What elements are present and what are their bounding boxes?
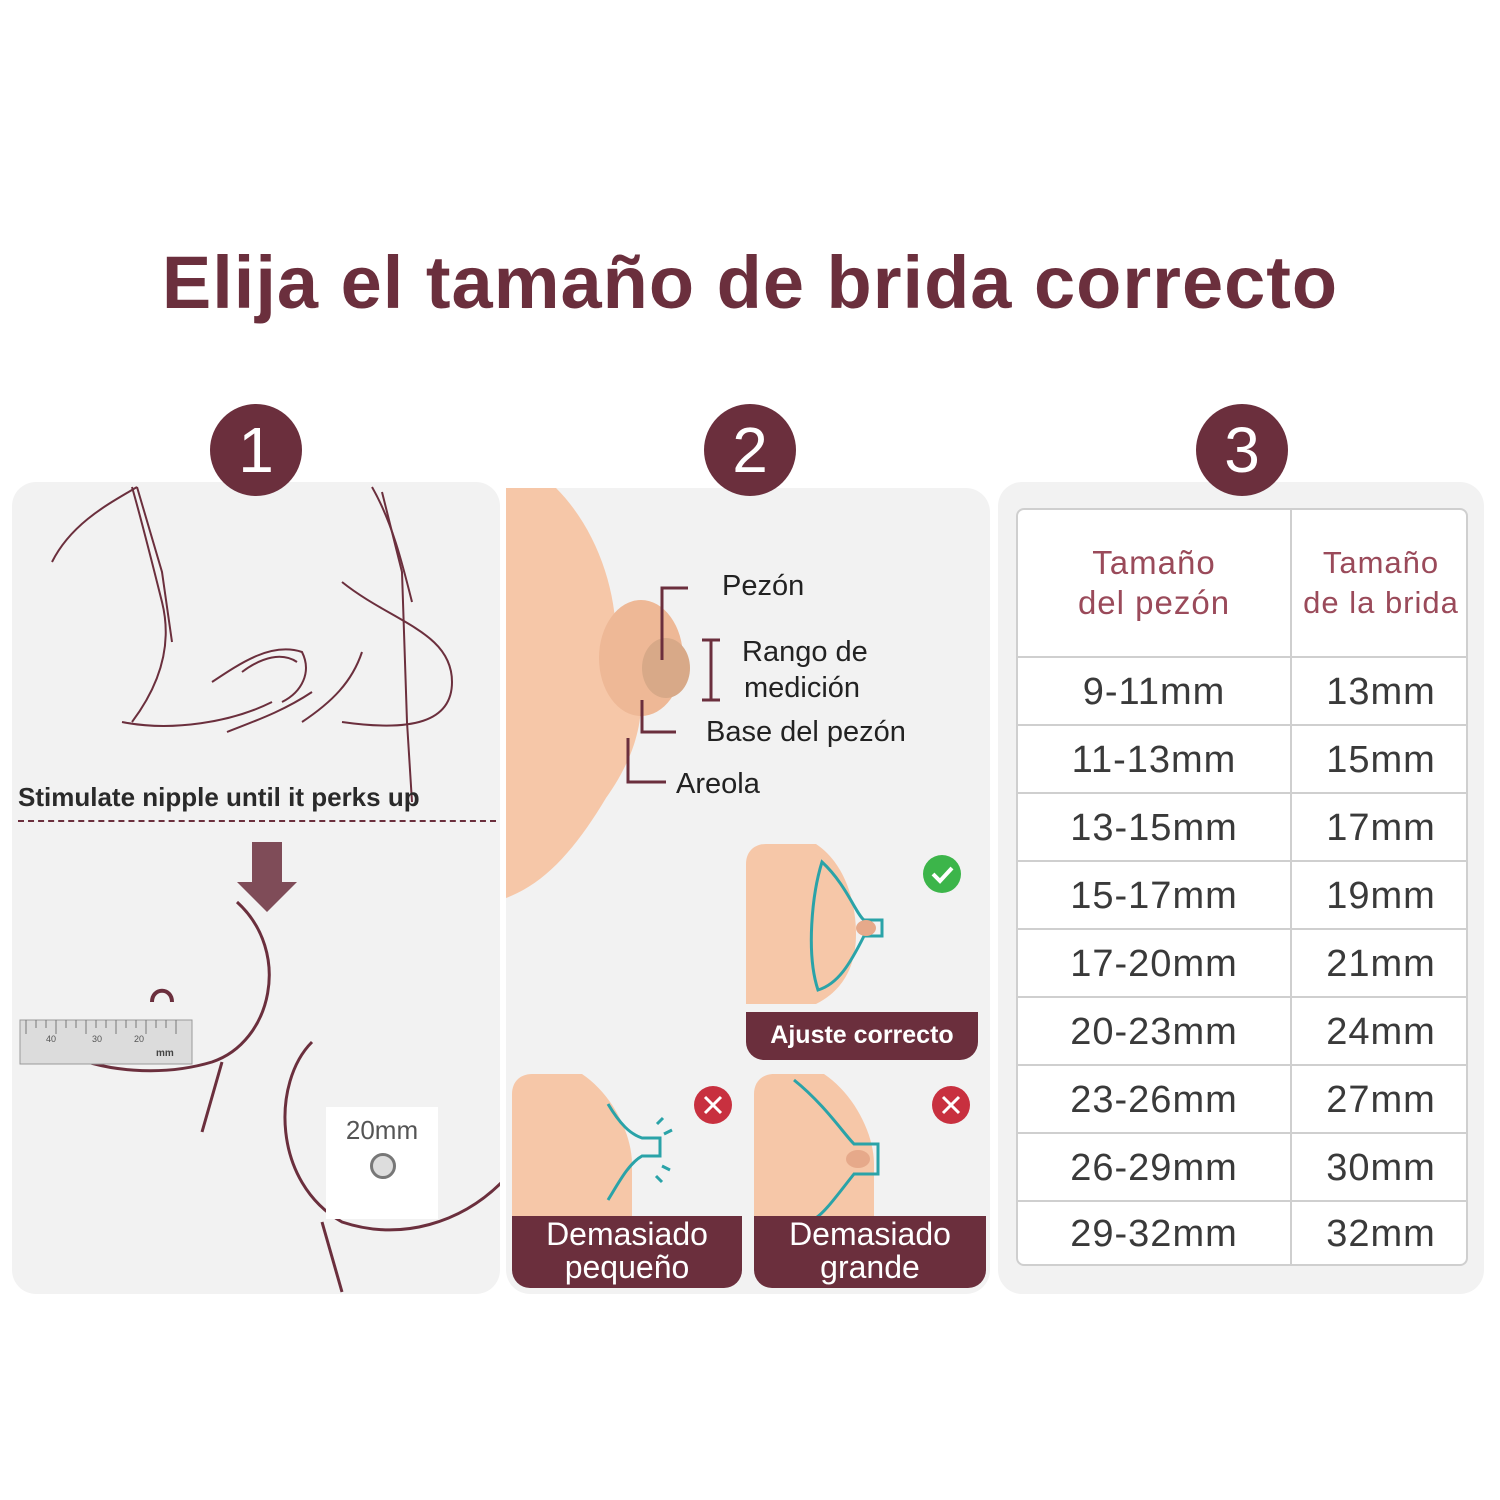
fit-label-line: pequeño	[564, 1249, 690, 1285]
stimulate-illustration	[19, 486, 500, 1293]
measurement-label: 20mm	[345, 1115, 419, 1145]
header-line: del pezón	[1077, 584, 1231, 621]
nipple-anatomy-illustration	[506, 488, 720, 898]
label-areola: Areola	[676, 768, 760, 800]
table-cell: 27mm	[1326, 1078, 1436, 1121]
table-cell: 13-15mm	[1070, 806, 1238, 849]
header-line: Tamaño	[1092, 544, 1216, 581]
page-title: Elija el tamaño de brida correcto	[161, 241, 1339, 324]
ruler-unit: mm	[156, 1048, 174, 1059]
table-row: 13-15mm 17mm	[1018, 792, 1466, 862]
table-cell: 32mm	[1326, 1212, 1436, 1255]
table-cell: 15-17mm	[1070, 874, 1238, 917]
fit-label-line: grande	[820, 1249, 920, 1285]
table-cell: 26-29mm	[1070, 1146, 1238, 1189]
correct-fit-illustration	[746, 844, 961, 1004]
table-header-cell: Tamaño del pezón	[1018, 510, 1290, 656]
label-base: Base del pezón	[706, 716, 906, 748]
ruler-tick: 40	[46, 1034, 57, 1044]
table-row: 9-11mm 13mm	[1018, 656, 1466, 726]
table-cell: 11-13mm	[1071, 738, 1237, 781]
table-row: 23-26mm 27mm	[1018, 1064, 1466, 1134]
step-number-2: 2	[704, 404, 796, 496]
table-cell: 30mm	[1326, 1146, 1436, 1189]
fit-label-too-small: Demasiado pequeño	[512, 1216, 742, 1288]
table-row: 29-32mm 32mm	[1018, 1200, 1466, 1266]
header-line: de la brida	[1303, 585, 1459, 620]
divider	[18, 820, 496, 822]
table-row: 26-29mm 30mm	[1018, 1132, 1466, 1202]
table-row: 20-23mm 24mm	[1018, 996, 1466, 1066]
table-cell: 19mm	[1326, 874, 1436, 917]
table-cell: 17mm	[1326, 806, 1436, 849]
table-cell: 29-32mm	[1070, 1212, 1238, 1255]
label-range2: medición	[744, 672, 861, 704]
header-line: Tamaño	[1322, 545, 1440, 580]
stimulate-caption: Stimulate nipple until it perks up	[18, 782, 420, 812]
ruler-tick: 30	[92, 1034, 103, 1044]
label-nipple: Pezón	[722, 570, 805, 602]
too-large-illustration	[754, 1074, 970, 1219]
ruler-tick: 20	[134, 1034, 145, 1044]
label-range: Rango de	[742, 636, 868, 668]
fit-label-too-large: Demasiado grande	[754, 1216, 986, 1288]
fit-label-line: Demasiado	[789, 1216, 951, 1252]
measurement-card: 20mm	[326, 1107, 438, 1219]
fit-label-correct: Ajuste correcto	[746, 1012, 978, 1060]
size-table: Tamaño del pezón Tamaño de la brida 9-11…	[1016, 508, 1468, 1266]
nipple-circle-icon	[370, 1153, 396, 1179]
table-cell: 15mm	[1326, 738, 1436, 781]
too-small-illustration	[512, 1074, 732, 1219]
table-cell: 13mm	[1326, 670, 1436, 713]
table-header-row: Tamaño del pezón Tamaño de la brida	[1018, 510, 1466, 656]
table-row: 15-17mm 19mm	[1018, 860, 1466, 930]
fit-label-line: Demasiado	[546, 1216, 708, 1252]
table-header-cell: Tamaño de la brida	[1292, 510, 1470, 656]
table-cell: 24mm	[1326, 1010, 1436, 1053]
table-cell: 17-20mm	[1070, 942, 1238, 985]
table-row: 11-13mm 15mm	[1018, 724, 1466, 794]
column-divider	[1290, 510, 1292, 1264]
table-cell: 21mm	[1326, 942, 1436, 985]
table-cell: 9-11mm	[1082, 670, 1226, 713]
table-cell: 20-23mm	[1070, 1010, 1238, 1053]
step-number-1: 1	[210, 404, 302, 496]
table-row: 17-20mm 21mm	[1018, 928, 1466, 998]
step-number-3: 3	[1196, 404, 1288, 496]
table-cell: 23-26mm	[1070, 1078, 1238, 1121]
